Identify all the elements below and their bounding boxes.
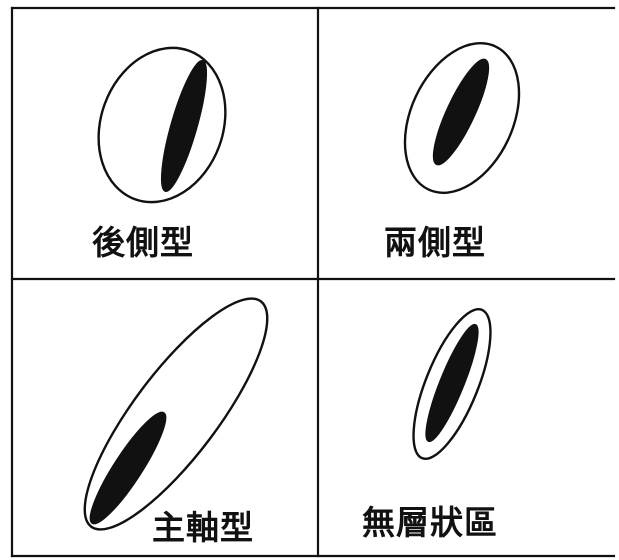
panel-main-axis: 主軸型	[83, 297, 269, 547]
panel-posterior: 後側型	[92, 46, 227, 262]
panel-label-bilateral: 兩側型	[384, 223, 486, 262]
dark-core-shape	[425, 323, 479, 443]
dark-core-shape	[89, 411, 167, 525]
panel-no-layer: 無層狀區	[362, 307, 498, 542]
panel-label-posterior: 後側型	[92, 223, 194, 262]
panel-grid-frame	[10, 6, 616, 558]
outer-outline-shape	[97, 46, 227, 204]
panel-bilateral: 兩側型	[384, 42, 521, 262]
dark-core-shape	[160, 60, 208, 192]
panel-label-no-layer: 無層狀區	[362, 503, 498, 542]
dark-core-shape	[432, 58, 490, 166]
panel-label-main-axis: 主軸型	[152, 508, 254, 547]
